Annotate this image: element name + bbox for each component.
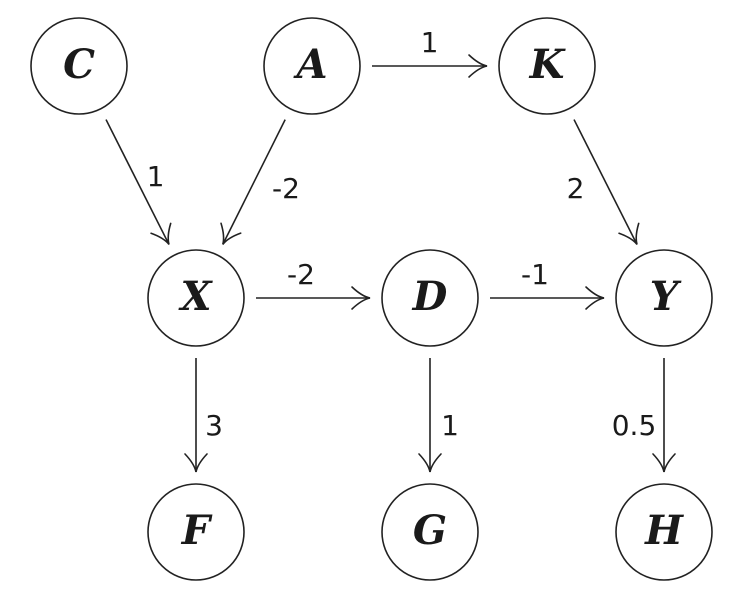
node-circle: [615, 249, 713, 347]
node-label: A: [292, 41, 327, 88]
edge-X-D: -2: [256, 258, 371, 310]
edge-A-K: 1: [372, 26, 488, 78]
node-circle: [147, 483, 245, 581]
arrowhead-icon: [184, 453, 208, 473]
edge-weight-label: 0.5: [612, 409, 657, 442]
edge-D-G: 1: [418, 358, 459, 473]
edge-K-Y: 2: [567, 119, 640, 245]
node-circle: [615, 483, 713, 581]
edge-weight-label: 1: [147, 160, 165, 193]
node-A: A: [263, 17, 361, 115]
node-K: K: [498, 17, 596, 115]
arrowhead-icon: [468, 54, 488, 78]
edge-weight-label: 3: [205, 409, 223, 442]
node-Y: Y: [615, 249, 713, 347]
edge-X-F: 3: [184, 358, 223, 473]
arrowhead-icon: [618, 222, 640, 245]
node-label: G: [413, 507, 447, 554]
node-X: X: [147, 249, 245, 347]
edge-A-X: -2: [220, 119, 300, 245]
edge-line: [105, 119, 170, 245]
node-D: D: [381, 249, 479, 347]
edge-weight-label: 2: [567, 172, 585, 205]
node-label: C: [63, 41, 95, 88]
node-F: F: [147, 483, 245, 581]
edge-C-X: 1: [105, 119, 172, 245]
node-circle: [147, 249, 245, 347]
arrowhead-icon: [585, 286, 605, 310]
edge-line: [222, 119, 286, 245]
node-circle: [381, 483, 479, 581]
node-circle: [263, 17, 361, 115]
arrowhead-icon: [418, 453, 442, 473]
node-label: X: [177, 273, 213, 320]
edge-line: [573, 119, 638, 245]
node-C: C: [30, 17, 128, 115]
arrowhead-icon: [150, 222, 172, 245]
arrowhead-icon: [351, 286, 371, 310]
node-G: G: [381, 483, 479, 581]
node-circle: [30, 17, 128, 115]
nodes-layer: C A K X D Y F G H: [30, 17, 713, 581]
edge-weight-label: -1: [521, 258, 549, 291]
node-label: F: [181, 507, 213, 554]
edges-layer: 1 1 -2 2 -2 -1 3 1 0.5: [105, 26, 676, 473]
node-circle: [381, 249, 479, 347]
node-label: K: [529, 41, 567, 88]
edge-Y-H: 0.5: [612, 358, 676, 473]
edge-weight-label: -2: [272, 172, 300, 205]
node-H: H: [615, 483, 713, 581]
edge-weight-label: 1: [421, 26, 439, 59]
edge-weight-label: -2: [287, 258, 315, 291]
node-label: D: [412, 273, 448, 320]
edge-D-Y: -1: [490, 258, 605, 310]
node-label: H: [644, 507, 684, 554]
node-label: Y: [650, 273, 682, 320]
node-circle: [498, 17, 596, 115]
arrowhead-icon: [652, 453, 676, 473]
edge-weight-label: 1: [441, 409, 459, 442]
arrowhead-icon: [220, 222, 242, 245]
